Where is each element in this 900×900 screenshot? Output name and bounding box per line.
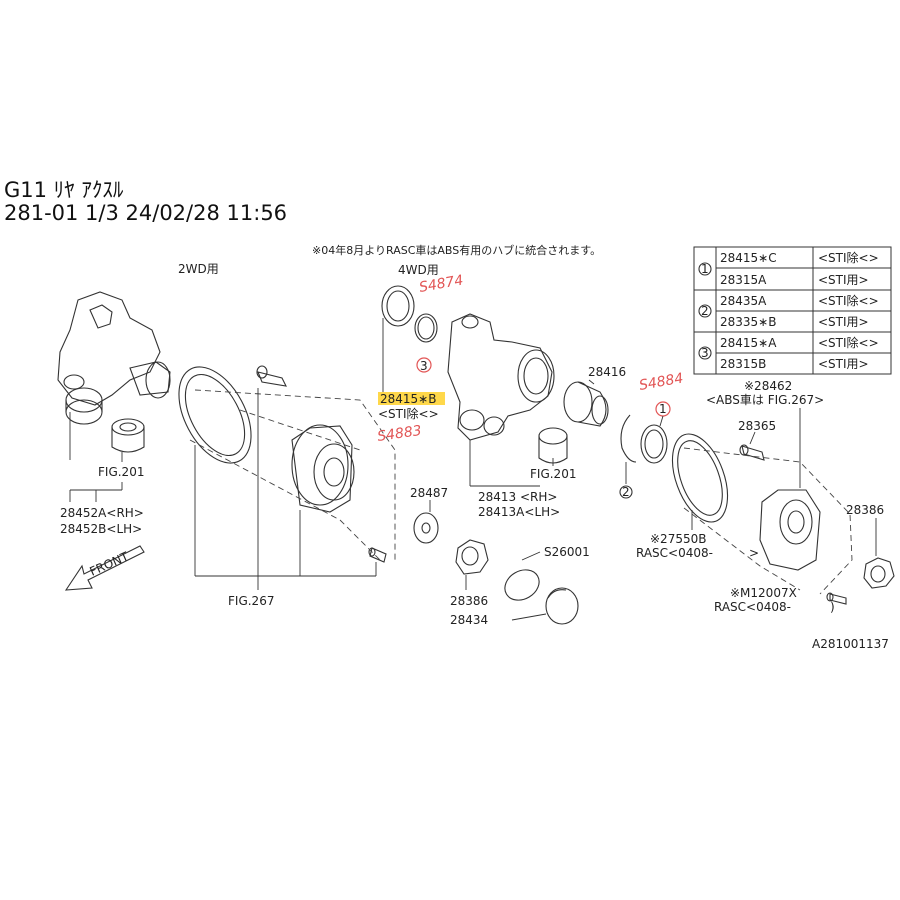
knuckle-4wd — [447, 313, 555, 441]
label-28386-mid: 28386 — [450, 594, 488, 608]
legend-cell: <STI用> — [818, 273, 869, 287]
legend-cell: 28315A — [720, 273, 767, 287]
screw-m12007 — [826, 592, 847, 605]
snap-ring-right — [620, 414, 637, 463]
label-rasc-2-close: ) — [830, 600, 835, 614]
section-4wd-label: 4WD用 — [398, 263, 439, 277]
o-ring-s26001 — [504, 569, 540, 601]
label-28413a: 28413A<LH> — [478, 505, 560, 519]
bolt-2wd — [256, 365, 287, 387]
nut-28386-mid — [455, 539, 489, 575]
label-abs-note: <ABS車は FIG.267> — [706, 393, 824, 407]
bushing-2wd — [111, 418, 145, 453]
callout-2: 2 — [622, 485, 630, 499]
label-28452a: 28452A<RH> — [60, 506, 144, 520]
label-28413: 28413 <RH> — [478, 490, 557, 504]
leaders-fig267 — [194, 388, 377, 590]
hub-2wd — [291, 424, 355, 513]
legend-num-3: 3 — [701, 346, 709, 360]
bearing-28416 — [563, 381, 609, 427]
legend-cell: 28415∗A — [720, 336, 777, 350]
label-sti-excl: <STI除<> — [378, 406, 439, 421]
bushing-4wd — [538, 427, 568, 464]
highlight-28415b — [378, 392, 445, 405]
hub-right — [759, 489, 821, 571]
handwritten-a: S4874 — [418, 272, 465, 295]
header-subtitle: 281-01 1/3 24/02/28 11:56 — [4, 201, 288, 225]
legend-num-2: 2 — [701, 304, 709, 318]
label-fig267-left: FIG.267 — [228, 594, 274, 608]
bolt-28365 — [739, 444, 765, 461]
legend-cell: 28415∗C — [720, 251, 777, 265]
tone-ring-right — [671, 433, 729, 523]
label-28386-right: 28386 — [846, 503, 884, 517]
seal-right — [640, 424, 668, 464]
legend-cell: <STI用> — [818, 357, 869, 371]
leaders-2wd — [69, 412, 123, 502]
dashed-guides-2wd — [189, 389, 396, 561]
label-28452b: 28452B<LH> — [60, 522, 142, 536]
front-arrow: FRONT — [64, 545, 145, 591]
header-title: G11 ﾘﾔ ｱｸｽﾙ — [4, 178, 124, 202]
label-28462: ※28462 — [744, 379, 792, 393]
callout-3: 3 — [420, 359, 428, 373]
label-m12007: ※M12007X — [730, 586, 797, 600]
label-s26001: S26001 — [544, 545, 590, 559]
label-rasc-1-close: > — [749, 546, 759, 560]
label-28416: 28416 — [588, 365, 626, 379]
legend-cell: 28435A — [720, 294, 767, 308]
notice-text: ※04年8月よりRASC車はABS有用のハブに統合されます。 — [312, 243, 601, 257]
legend-cell: <STI除<> — [818, 335, 879, 350]
dashed-guides-right — [683, 447, 853, 595]
label-28415b: 28415∗B — [380, 392, 436, 406]
label-28365: 28365 — [738, 419, 776, 433]
label-27550b: ※27550B — [650, 532, 706, 546]
label-rasc-1: RASC<0408- — [636, 546, 713, 560]
washer-28487 — [413, 512, 439, 544]
label-28487: 28487 — [410, 486, 448, 500]
cap-28434 — [545, 587, 579, 625]
snap-ring-4wd — [414, 313, 438, 343]
legend-cell: <STI用> — [818, 315, 869, 329]
annot-circle-3 — [416, 357, 432, 373]
legend-table: 1 2 3 28415∗C <STI除<> 28315A <STI用> 2843… — [693, 246, 892, 375]
bolt-small-2wd — [368, 547, 387, 563]
nut-28386-right — [863, 557, 895, 589]
handwritten-b: S4883 — [376, 423, 422, 445]
legend-cell: 28335∗B — [720, 315, 776, 329]
legend-cell: <STI除<> — [818, 293, 879, 308]
front-label: FRONT — [88, 549, 132, 579]
handwritten-c: S4884 — [638, 370, 685, 393]
label-fig201-left: FIG.201 — [98, 465, 144, 479]
label-rasc-2: RASC<0408- — [714, 600, 791, 614]
label-fig201-mid: FIG.201 — [530, 467, 576, 481]
callout-1: 1 — [659, 402, 667, 416]
section-2wd-label: 2WD用 — [178, 262, 219, 276]
diagram-id: A281001137 — [812, 637, 889, 651]
label-28434: 28434 — [450, 613, 488, 627]
seal-outer-4wd — [381, 285, 415, 327]
legend-num-1: 1 — [701, 262, 709, 276]
legend-cell: <STI除<> — [818, 250, 879, 265]
tone-ring-2wd — [178, 366, 252, 464]
legend-cell: 28315B — [720, 357, 766, 371]
knuckle-2wd — [57, 291, 171, 425]
